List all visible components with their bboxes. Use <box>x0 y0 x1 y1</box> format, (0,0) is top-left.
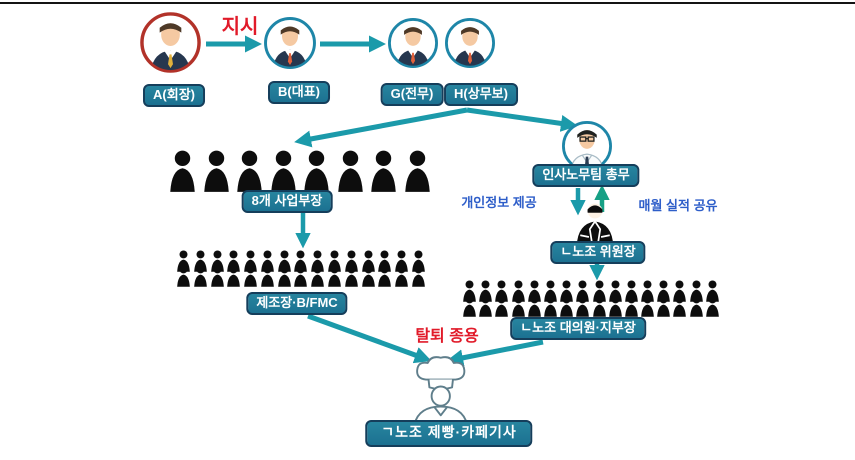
person-silhouette-icon <box>311 265 325 287</box>
manufacturing-label: 제조장·B/FMC <box>246 292 348 316</box>
businessman-icon <box>388 18 438 68</box>
chef-icon <box>413 356 468 425</box>
person-silhouette-icon <box>625 295 638 317</box>
hr-team-label: 인사노무팀 총무 <box>532 164 640 188</box>
person-silhouette-icon <box>463 295 476 317</box>
person-silhouette-icon <box>177 265 190 287</box>
svp-label: H(상무보) <box>444 83 518 107</box>
person-silhouette-icon <box>405 150 430 192</box>
person-silhouette-icon <box>294 265 308 287</box>
crowd-row <box>462 295 720 317</box>
ceo-label: B(대표) <box>268 81 330 105</box>
person-silhouette-icon <box>689 295 703 317</box>
person-silhouette-icon <box>170 150 195 192</box>
person-silhouette-icon <box>338 150 363 192</box>
target-union-label: ㄱ노조 제빵·카페기사 <box>365 420 533 447</box>
person-silhouette-icon <box>673 295 687 317</box>
person-silhouette-icon <box>227 265 241 287</box>
person-silhouette-icon <box>479 295 493 317</box>
person-silhouette-icon <box>560 295 573 317</box>
person-silhouette-icon <box>304 150 329 192</box>
union-delegates-crowd <box>462 280 720 317</box>
manufacturing-crowd <box>176 250 426 287</box>
person-silhouette-icon <box>412 265 425 287</box>
chairman-label: A(회장) <box>143 84 205 108</box>
crowd-row <box>168 150 432 192</box>
person-silhouette-icon <box>641 295 654 317</box>
businessman-icon <box>264 17 316 69</box>
person-silhouette-icon <box>237 150 262 192</box>
division-heads-crowd <box>168 150 432 192</box>
union-delegates-label: ㄴ노조 대의원·지부장 <box>510 317 646 341</box>
hr-team-avatar <box>561 120 613 172</box>
chairman-avatar <box>139 11 202 74</box>
personal-info-note: 개인정보 제공 <box>461 195 537 210</box>
baker-figure <box>396 356 482 429</box>
svp-avatar <box>444 17 496 69</box>
monthly-performance-note: 매월 실적 공유 <box>638 198 718 213</box>
person-silhouette-icon <box>344 265 358 287</box>
person-silhouette-icon <box>495 295 509 317</box>
arrow-execs-to-hr-team <box>466 107 578 132</box>
person-silhouette-icon <box>270 150 296 192</box>
person-silhouette-icon <box>511 295 525 317</box>
ceo-avatar <box>263 16 317 70</box>
person-silhouette-icon <box>608 295 622 317</box>
person-silhouette-icon <box>657 295 671 317</box>
evp-avatar <box>387 17 439 69</box>
clerk-with-glasses-icon <box>562 121 612 171</box>
businessman-icon <box>140 12 201 73</box>
person-silhouette-icon <box>395 265 408 287</box>
person-silhouette-icon <box>328 265 341 287</box>
person-silhouette-icon <box>244 265 257 287</box>
person-silhouette-icon <box>576 295 590 317</box>
person-silhouette-icon <box>592 295 606 317</box>
person-silhouette-icon <box>705 295 719 317</box>
crowd-row <box>176 265 426 287</box>
person-silhouette-icon <box>261 265 274 287</box>
top-border-line <box>0 2 855 4</box>
union-leader-figure <box>569 202 621 251</box>
arrow-execs-to-division-heads <box>294 107 468 148</box>
person-silhouette-icon <box>371 150 397 192</box>
person-silhouette-icon <box>361 265 375 287</box>
businessman-icon <box>445 18 495 68</box>
withdrawal-pressure-text: 탈퇴 종용 <box>415 328 479 345</box>
arrow-manufacturing-to-target <box>307 313 432 364</box>
person-silhouette-icon <box>527 295 541 317</box>
evp-label: G(전무) <box>380 83 444 107</box>
union-leader-label: ㄴ노조 위원장 <box>550 241 646 265</box>
person-silhouette-icon <box>277 265 291 287</box>
vest-worker-icon <box>576 203 614 246</box>
person-silhouette-icon <box>193 265 207 287</box>
person-silhouette-icon <box>544 295 557 317</box>
division-heads-label: 8개 사업부장 <box>241 190 333 214</box>
person-silhouette-icon <box>378 265 392 287</box>
person-silhouette-icon <box>203 150 229 192</box>
instruction-text: 지시 <box>221 16 259 38</box>
person-silhouette-icon <box>210 265 224 287</box>
